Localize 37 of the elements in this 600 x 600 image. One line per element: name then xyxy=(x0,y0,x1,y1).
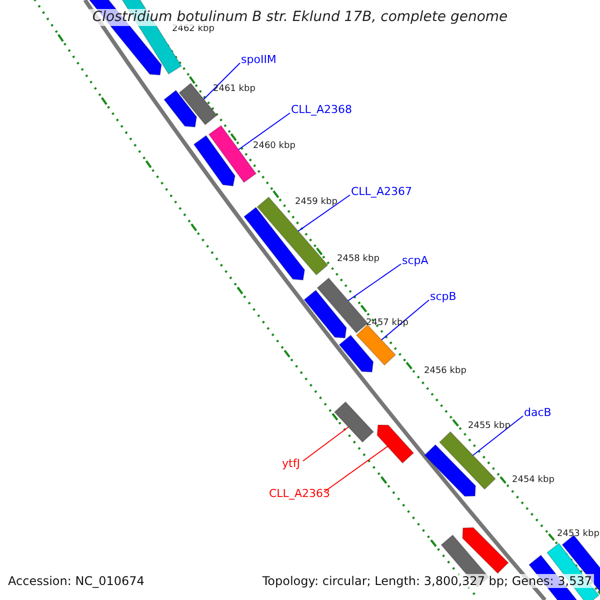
leader-line xyxy=(202,62,240,100)
scale-label: 2461 kbp xyxy=(213,84,256,95)
gene-label: ytfJ xyxy=(282,457,300,470)
leader-line xyxy=(238,112,290,150)
gene-block xyxy=(334,401,374,443)
gene-block xyxy=(243,206,306,281)
gene-block xyxy=(338,334,374,373)
gene-block xyxy=(376,424,414,464)
gene-label: CLL_A2363 xyxy=(269,487,330,500)
scale-label: 2458 kbp xyxy=(337,254,380,265)
gene-block xyxy=(163,90,198,128)
gene-block xyxy=(424,444,476,497)
scale-label: 2455 kbp xyxy=(468,421,510,432)
scale-label: 2459 kbp xyxy=(295,197,338,208)
scale-label: 2453 kbp xyxy=(557,529,600,540)
gene-block xyxy=(438,431,496,490)
accession-text: Accession: NC_010674 xyxy=(6,574,146,588)
leader-line xyxy=(297,194,350,232)
genome-info-text: Topology: circular; Length: 3,800,327 bp; Genes: 3,537 xyxy=(260,574,594,588)
gene-block xyxy=(304,290,347,339)
gene-block xyxy=(193,134,236,187)
leader-line xyxy=(380,300,430,341)
gene-block xyxy=(316,277,368,334)
gene-label: spoIIM xyxy=(241,53,276,66)
scale-label: 2460 kbp xyxy=(253,141,296,152)
scale-label: 2454 kbp xyxy=(512,475,554,486)
scale-label: 2456 kbp xyxy=(424,366,466,377)
gene-label: scpA xyxy=(402,254,428,268)
leader-line xyxy=(472,416,524,456)
leader-line xyxy=(302,426,350,462)
gene-label: scpB xyxy=(430,290,456,304)
gene-label: dacB xyxy=(524,406,552,420)
gene-label: CLL_A2367 xyxy=(351,185,412,198)
leader-line xyxy=(347,264,402,302)
scale-label: 2462 kbp xyxy=(172,24,214,35)
gene-label: CLL_A2368 xyxy=(291,103,352,116)
leader-line xyxy=(324,446,388,492)
